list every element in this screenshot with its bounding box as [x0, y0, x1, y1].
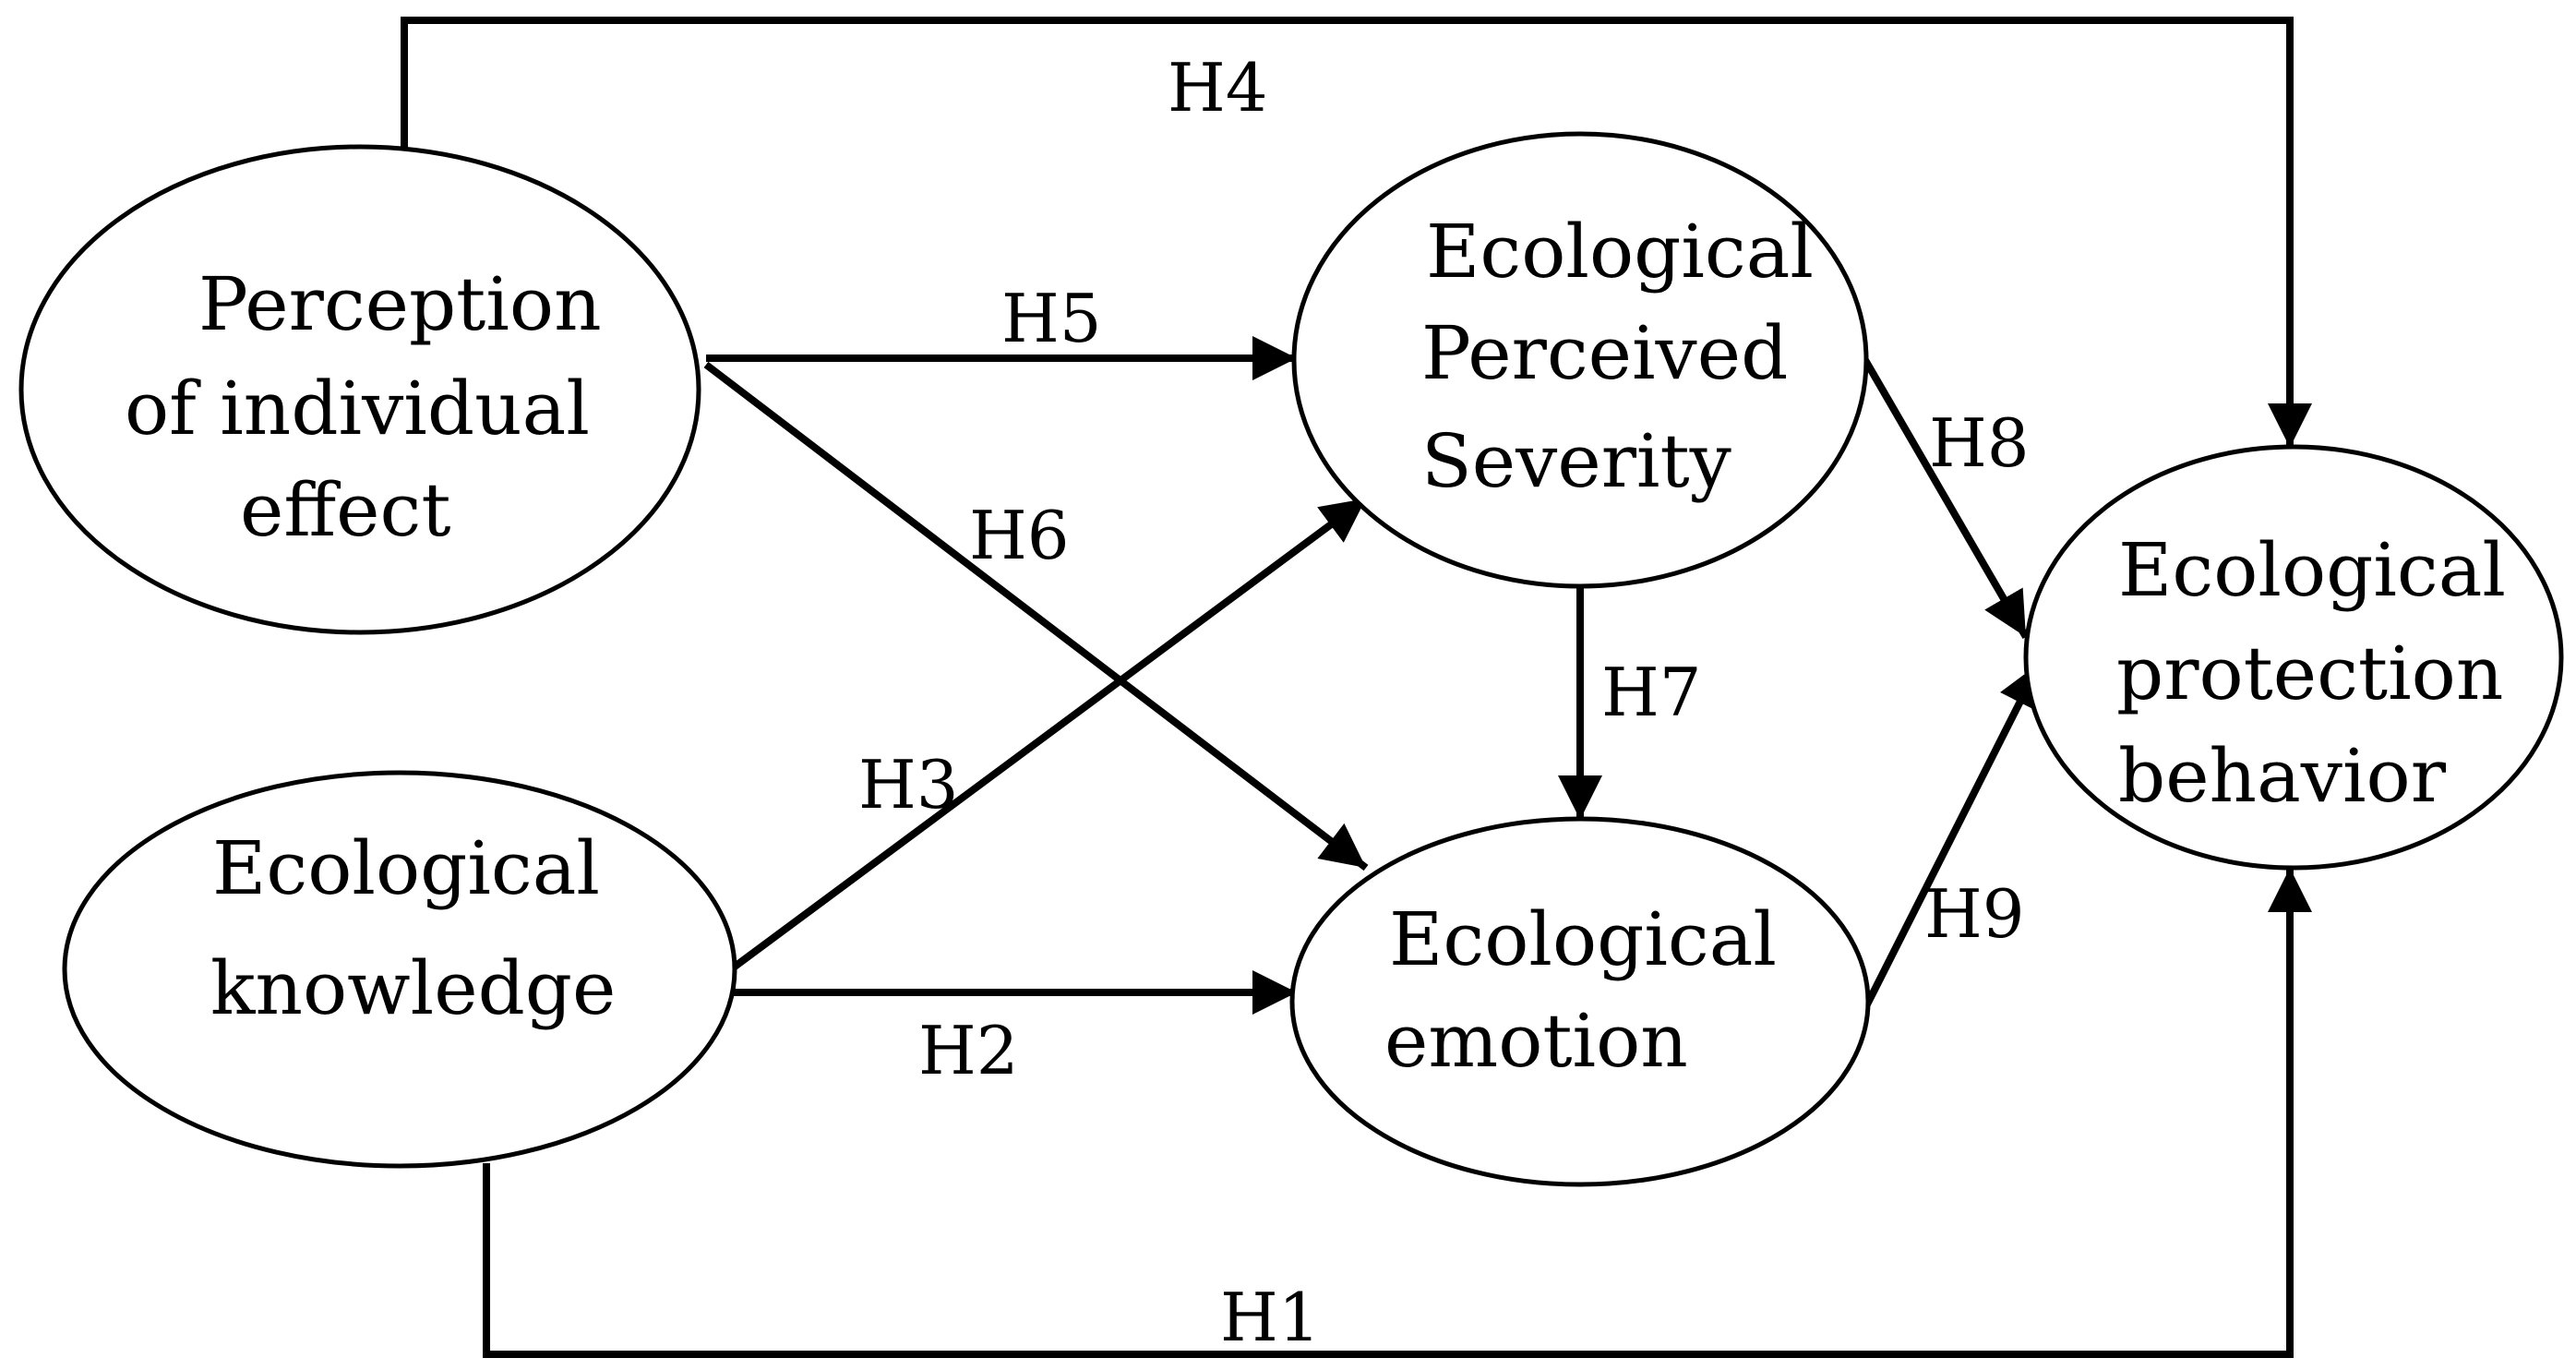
node-perception-line-2: of individual [125, 366, 590, 451]
node-emotion-line-2: emotion [1384, 998, 1688, 1084]
node-perception-line-3: effect [240, 467, 450, 553]
edge-h5-label: H5 [1001, 280, 1102, 357]
node-knowledge-ellipse [62, 770, 737, 1169]
node-severity-line-1: Ecological [1426, 209, 1814, 294]
node-emotion-ellipse [1289, 816, 1871, 1187]
node-behavior-line-2: protection [2116, 631, 2503, 716]
edge-labels: H4 H1 H5 H2 H6 H3 H7 H8 H9 [858, 49, 2030, 1356]
node-severity-line-2: Perceived [1421, 310, 1788, 396]
edge-h6-label: H6 [969, 497, 1070, 574]
node-knowledge-line-1: Ecological [212, 825, 600, 911]
node-behavior: Ecological protection behavior [2023, 444, 2564, 871]
edge-h6-line [703, 361, 1369, 871]
node-knowledge: Ecological knowledge [62, 770, 737, 1169]
edge-h7-label: H7 [1601, 654, 1702, 731]
edge-h8-line [1859, 353, 2030, 640]
node-severity-line-3: Severity [1421, 418, 1731, 504]
edge-h4-label: H4 [1168, 49, 1268, 126]
node-behavior-line-1: Ecological [2118, 527, 2506, 613]
edge-h9-line [1863, 661, 2043, 1008]
edge-h8-label: H8 [1929, 404, 2030, 482]
edge-h1-line [483, 868, 2312, 1358]
edge-h1-label: H1 [1220, 1279, 1321, 1356]
node-behavior-line-3: behavior [2118, 733, 2447, 819]
edge-h3-label: H3 [858, 746, 959, 823]
node-perception: Perception of individual effect [18, 144, 701, 635]
node-emotion: Ecological emotion [1289, 816, 1871, 1187]
node-severity: Ecological Perceived Severity [1291, 131, 1869, 589]
edge-h3-line [703, 495, 1369, 991]
node-knowledge-line-2: knowledge [210, 945, 616, 1031]
edge-h4-line [401, 17, 2312, 448]
node-severity-ellipse [1291, 131, 1869, 589]
node-behavior-ellipse [2023, 444, 2564, 871]
node-perception-ellipse [18, 144, 701, 635]
edge-h2-label: H2 [918, 1012, 1019, 1089]
node-perception-line-1: Perception [198, 261, 602, 347]
edges [401, 17, 2312, 1358]
edge-h9-label: H9 [1924, 875, 2025, 953]
node-emotion-line-1: Ecological [1389, 896, 1777, 982]
